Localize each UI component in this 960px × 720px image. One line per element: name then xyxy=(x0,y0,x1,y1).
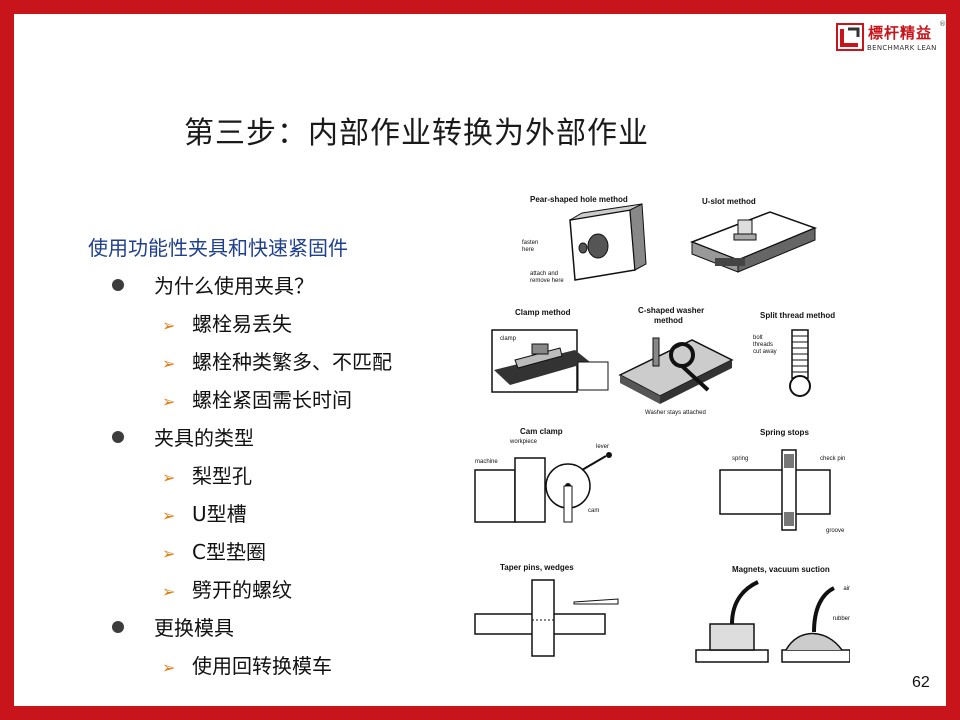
list-item-text: 劈开的螺纹 xyxy=(192,578,292,602)
bullet-dot-icon xyxy=(112,278,124,291)
cwasher-title: C-shaped washer xyxy=(638,306,704,315)
clamp-title: Clamp method xyxy=(515,308,571,317)
list-item: 夹具的类型 xyxy=(112,422,254,451)
list-item-text: 螺栓种类繁多、不匹配 xyxy=(192,350,392,374)
cam-note: machine xyxy=(475,459,498,465)
c-shaped-washer-diagram: C-shaped washer method Washer stays atta… xyxy=(618,306,734,416)
list-item: 为什么使用夹具？ xyxy=(112,270,314,299)
taper-title: Taper pins, wedges xyxy=(500,563,574,572)
list-item: ➢ 梨型孔 xyxy=(162,460,252,489)
magnet-note: air xyxy=(843,586,850,592)
list-item: ➢ 螺栓紧固需长时间 xyxy=(162,384,352,413)
magnet-note: rubber xyxy=(833,616,850,622)
spring-note: groove xyxy=(826,528,845,534)
fixture-methods-illustration: Pear-shaped hole method fasten here atta… xyxy=(474,195,850,663)
taper-pins-diagram: Taper pins, wedges xyxy=(474,563,619,657)
cwasher-title: method xyxy=(654,316,683,325)
logo-english-text: BENCHMARK LEAN xyxy=(867,44,937,52)
split-note: cut away xyxy=(753,349,777,355)
pear-note: here xyxy=(522,247,535,253)
list-item-text: 螺栓易丢失 xyxy=(192,312,292,336)
list-item-text: 为什么使用夹具？ xyxy=(154,274,314,298)
list-item: ➢ 螺栓易丢失 xyxy=(162,308,292,337)
clamp-note: clamp xyxy=(500,336,517,342)
u-slot-diagram: U-slot method xyxy=(689,197,818,273)
split-thread-diagram: Split thread method bolt threads cut awa… xyxy=(753,311,835,397)
arrow-bullet-icon: ➢ xyxy=(162,354,176,373)
cam-title: Cam clamp xyxy=(520,427,563,436)
magnets-vacuum-diagram: Magnets, vacuum suction magnet air rubbe… xyxy=(695,565,850,663)
split-title: Split thread method xyxy=(760,311,835,320)
list-item: ➢ 螺栓种类繁多、不匹配 xyxy=(162,346,392,375)
pear-note: remove here xyxy=(530,278,564,284)
bullet-dot-icon xyxy=(112,620,124,633)
page-number: 62 xyxy=(912,674,930,691)
spring-note: spring xyxy=(732,456,748,462)
pear-shaped-hole-diagram: Pear-shaped hole method fasten here atta… xyxy=(522,195,647,284)
arrow-bullet-icon: ➢ xyxy=(162,468,176,487)
list-item-text: 梨型孔 xyxy=(192,464,252,488)
arrow-bullet-icon: ➢ xyxy=(162,316,176,335)
logo-registered-mark: ® xyxy=(939,20,946,28)
slide-title: 第三步：内部作业转换为外部作业 xyxy=(184,116,649,151)
pear-note: fasten xyxy=(522,240,538,246)
clamp-method-diagram: Clamp method clamp xyxy=(491,308,609,393)
pear-note: attach and xyxy=(530,271,558,277)
pear-title: Pear-shaped hole method xyxy=(530,195,628,204)
list-item: 更换模具 xyxy=(112,612,234,641)
list-item-text: C型垫圈 xyxy=(192,540,266,564)
magnet-title: Magnets, vacuum suction xyxy=(732,565,830,574)
uslot-title: U-slot method xyxy=(702,197,756,206)
bullet-dot-icon xyxy=(112,430,124,443)
cwasher-note: Washer stays attached xyxy=(645,410,706,416)
list-item: ➢ U型槽 xyxy=(162,498,247,527)
spring-title: Spring stops xyxy=(760,428,809,437)
arrow-bullet-icon: ➢ xyxy=(162,506,176,525)
list-item-text: U型槽 xyxy=(192,502,247,526)
logo-mark-icon xyxy=(836,23,864,51)
list-item-text: 夹具的类型 xyxy=(154,426,254,450)
split-note: threads xyxy=(753,342,773,348)
list-item: ➢ 使用回转换模车 xyxy=(162,650,332,679)
cam-note: workpiece xyxy=(509,439,538,445)
list-item-text: 使用回转换模车 xyxy=(192,654,332,678)
cam-note: lever xyxy=(596,444,609,450)
spring-stops-diagram: Spring stops spring check pin groove xyxy=(719,428,845,534)
arrow-bullet-icon: ➢ xyxy=(162,658,176,677)
split-note: bolt xyxy=(753,335,763,341)
section-subtitle: 使用功能性夹具和快速紧固件 xyxy=(88,236,348,260)
arrow-bullet-icon: ➢ xyxy=(162,392,176,411)
cam-clamp-diagram: Cam clamp workpiece lever machine cam xyxy=(474,427,612,523)
company-logo: 標杆精益 ® BENCHMARK LEAN xyxy=(836,20,946,58)
logo-chinese-text: 標杆精益 xyxy=(868,24,933,42)
arrow-bullet-icon: ➢ xyxy=(162,582,176,601)
list-item: ➢ C型垫圈 xyxy=(162,536,266,565)
spring-note: check pin xyxy=(820,456,845,462)
list-item-text: 更换模具 xyxy=(154,616,234,640)
list-item-text: 螺栓紧固需长时间 xyxy=(192,388,352,412)
list-item: ➢ 劈开的螺纹 xyxy=(162,574,292,603)
cam-note: cam xyxy=(588,508,599,514)
arrow-bullet-icon: ➢ xyxy=(162,544,176,563)
